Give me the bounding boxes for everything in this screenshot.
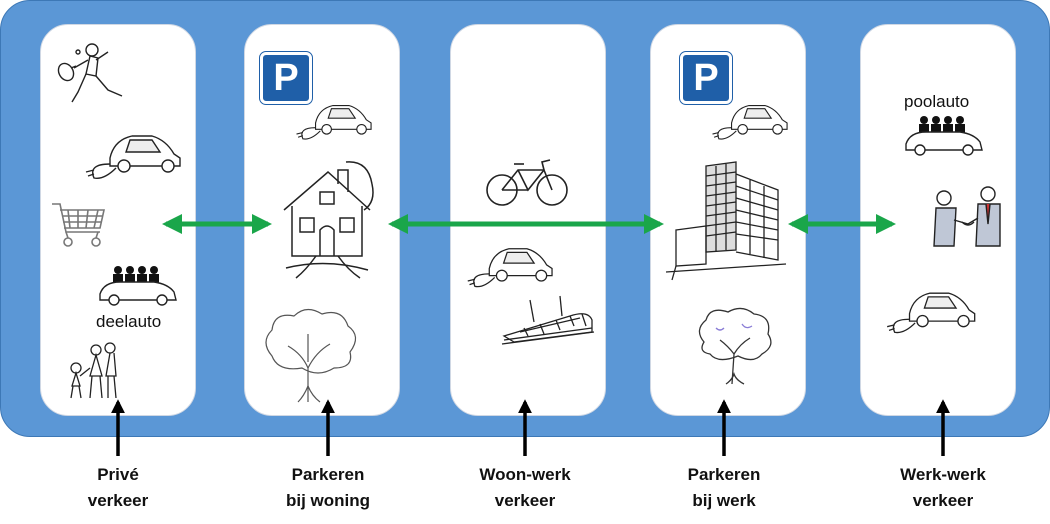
caption-line: verkeer	[87, 491, 149, 510]
tree-icon	[265, 308, 357, 403]
caption-line: verkeer	[912, 491, 974, 510]
family-icon	[70, 342, 117, 399]
poolauto-label: poolauto	[904, 92, 970, 111]
deelauto-label: deelauto	[96, 312, 162, 331]
caption-line: Werk-werk	[900, 465, 986, 484]
tennis-player-icon	[57, 43, 123, 103]
pool-car-icon	[905, 116, 983, 156]
electric-car-icon	[85, 135, 181, 179]
caption-parkeren-woning: Parkeren bij woning	[243, 462, 413, 514]
caption-line: Parkeren	[291, 465, 365, 484]
bicycle-icon	[486, 159, 568, 206]
caption-prive: Privé verkeer	[33, 462, 203, 514]
shopping-cart-icon	[52, 203, 105, 247]
business-handshake-icon	[933, 186, 1001, 247]
electric-car-icon	[467, 248, 553, 288]
parking-sign-icon: P	[679, 51, 733, 105]
caption-line: Parkeren	[687, 465, 761, 484]
caption-line: Woon-werk	[479, 465, 571, 484]
caption-line: Privé	[97, 465, 139, 484]
caption-werk-werk: Werk-werk verkeer	[858, 462, 1028, 514]
shared-car-icon	[99, 266, 177, 306]
train-icon	[501, 295, 595, 345]
electric-car-icon	[296, 104, 372, 140]
electric-car-icon	[887, 292, 976, 334]
caption-line: bij woning	[285, 491, 371, 510]
office-building-icon	[665, 161, 787, 281]
caption-parkeren-werk: Parkeren bij werk	[639, 462, 809, 514]
parking-sign-icon: P	[259, 51, 313, 105]
caption-line: verkeer	[494, 491, 556, 510]
electric-car-icon	[712, 104, 788, 140]
caption-line: bij werk	[692, 491, 756, 510]
tree-icon	[698, 307, 772, 385]
house-icon	[283, 161, 374, 279]
caption-woon-werk: Woon-werk verkeer	[440, 462, 610, 514]
